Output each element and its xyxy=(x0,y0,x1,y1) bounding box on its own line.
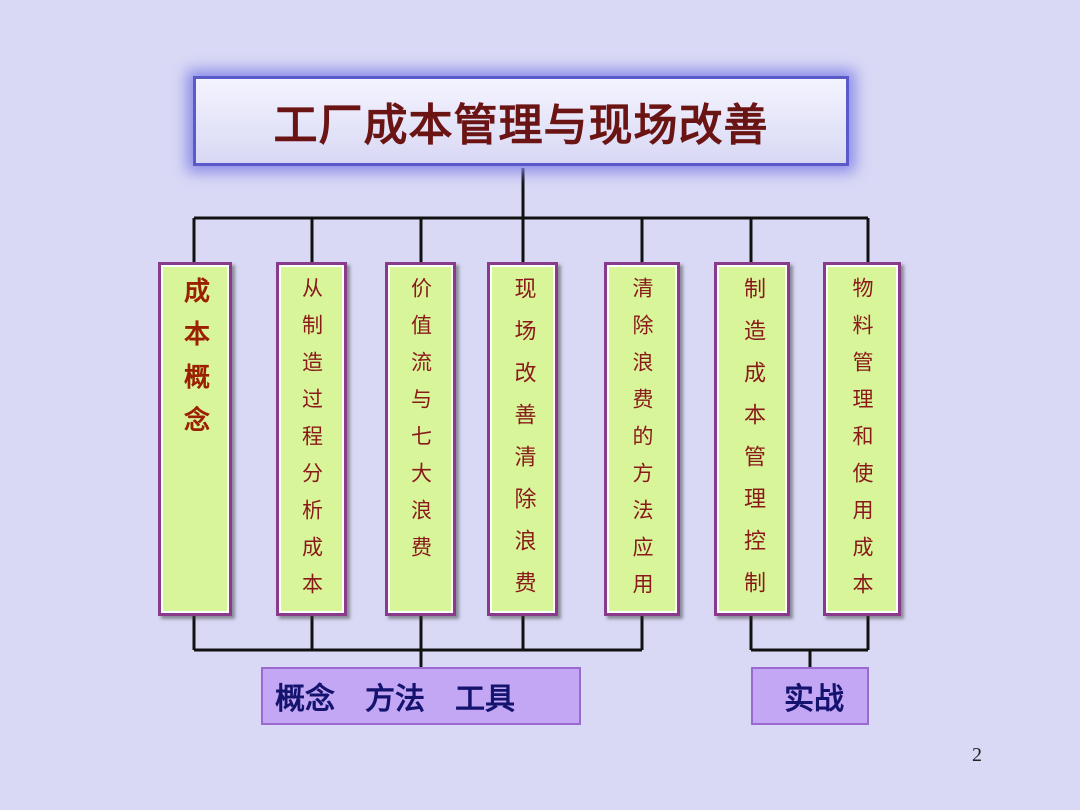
column-text: 制造成本管理控制 xyxy=(740,277,765,613)
column-material-cost: 物料管理和使用成本 xyxy=(823,262,901,616)
column-site-improvement: 现场改善清除浪费 xyxy=(487,262,558,616)
column-process-analysis: 从制造过程分析成本 xyxy=(276,262,347,616)
column-text: 价值流与七大浪费 xyxy=(408,277,433,573)
title-box: 工厂成本管理与现场改善 xyxy=(193,76,849,166)
group-label-right: 实战 xyxy=(784,682,844,717)
column-text: 从制造过程分析成本 xyxy=(299,277,324,610)
diagram-title: 工厂成本管理与现场改善 xyxy=(273,100,769,151)
column-text: 现场改善清除浪费 xyxy=(510,277,536,613)
column-text: 成本概念 xyxy=(179,277,210,449)
column-text: 物料管理和使用成本 xyxy=(850,277,874,610)
group-label-left: 概念 方法 工具 xyxy=(275,682,515,717)
group-concept-method-tool: 概念 方法 工具 xyxy=(261,667,581,725)
column-waste-methods: 清除浪费的方法应用 xyxy=(604,262,680,616)
column-value-stream: 价值流与七大浪费 xyxy=(385,262,456,616)
column-text: 清除浪费的方法应用 xyxy=(630,277,654,610)
page-number: 2 xyxy=(972,744,982,766)
column-cost-control: 制造成本管理控制 xyxy=(714,262,790,616)
column-cost-concept: 成本概念 xyxy=(158,262,232,616)
group-practice: 实战 xyxy=(751,667,869,725)
